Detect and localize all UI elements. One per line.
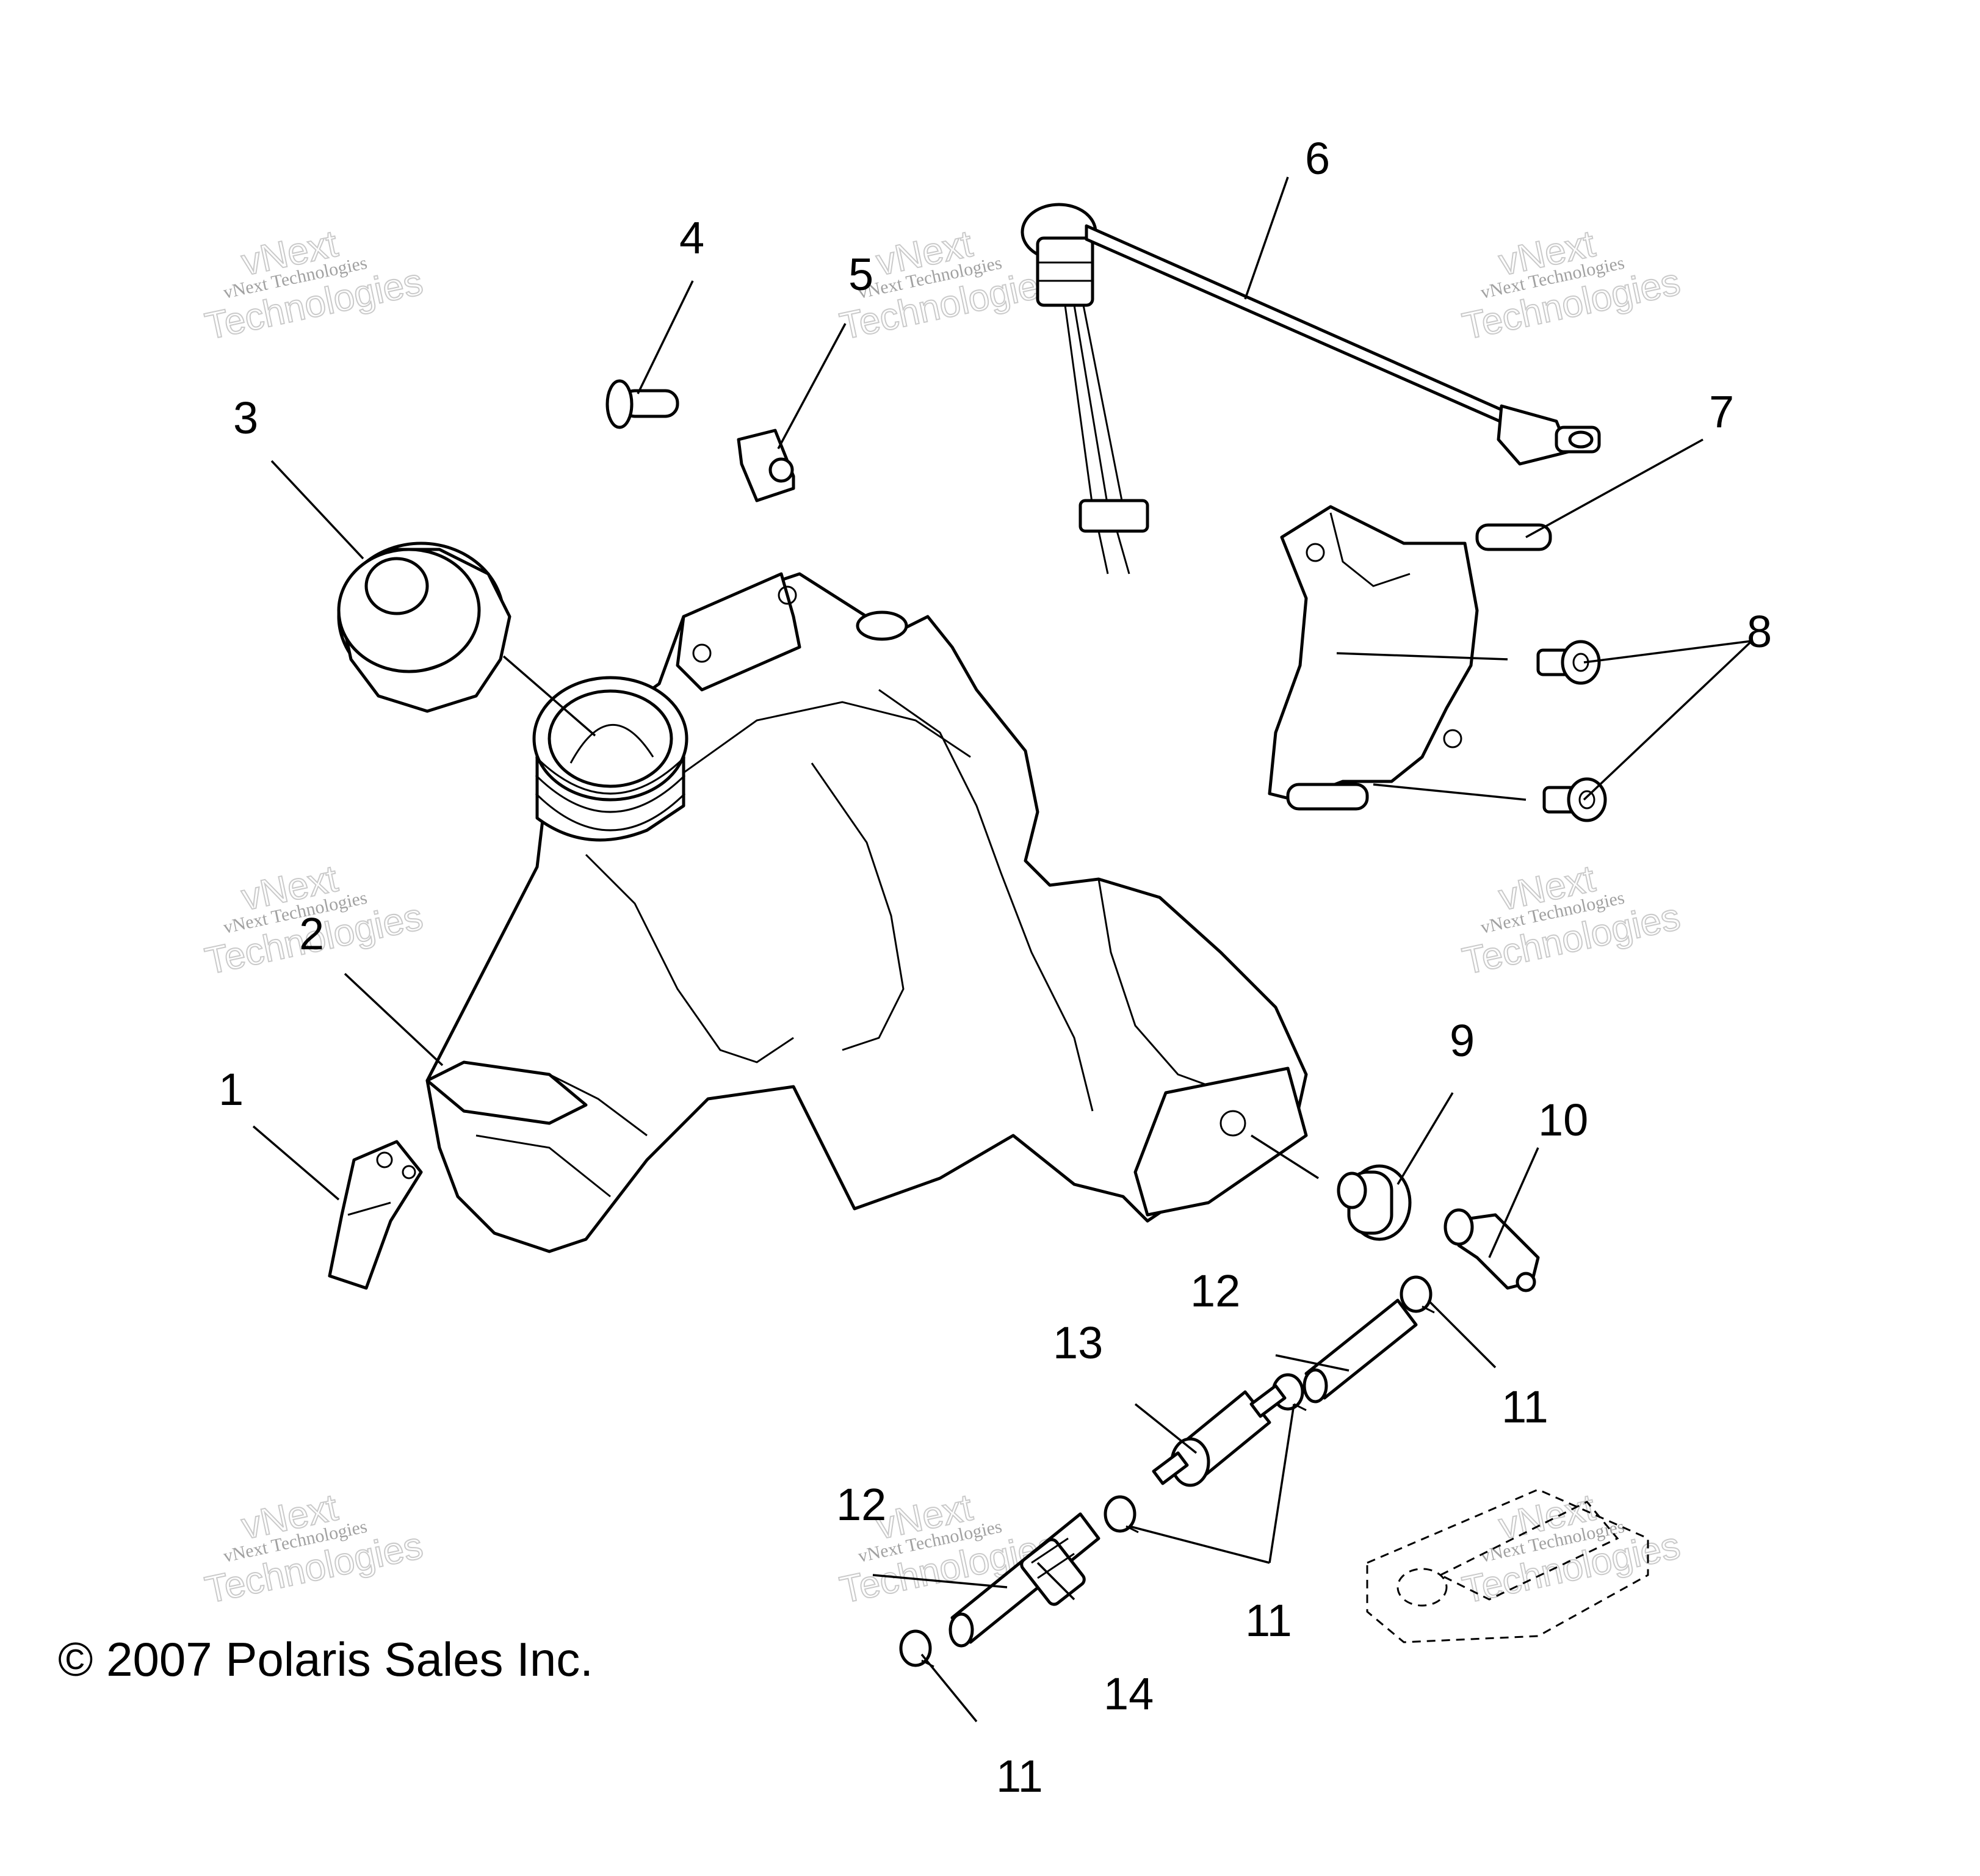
part-11-clamp [899, 1629, 934, 1668]
callout-1: 1 [219, 1064, 244, 1115]
leader-lines [252, 176, 1753, 1723]
callout-2: 2 [299, 908, 324, 959]
callout-9: 9 [1450, 1015, 1475, 1066]
callout-10: 10 [1538, 1095, 1588, 1145]
watermark: vNext vNext Technologies Technologies [201, 222, 427, 349]
part-4-pin [605, 379, 679, 429]
reference-outline [1366, 1488, 1649, 1643]
callout-11: 11 [996, 1751, 1043, 1802]
filler-neck [532, 676, 688, 842]
part-11-clamp [1400, 1275, 1435, 1314]
callout-5: 5 [848, 249, 873, 300]
part-7-heat-shield [1268, 505, 1552, 811]
watermark: vNext vNext Technologies Technologies [1458, 857, 1684, 983]
callout-12: 12 [1190, 1266, 1240, 1316]
callout-12: 12 [836, 1479, 886, 1530]
callout-13: 13 [1053, 1317, 1103, 1368]
part-8-bolt [1536, 640, 1601, 685]
watermark: vNext vNext Technologies Technologies [1458, 222, 1684, 349]
part-1-clip [328, 1140, 423, 1290]
callout-3: 3 [233, 393, 258, 443]
part-10-elbow-fitting [1443, 1208, 1540, 1292]
part-13-fuel-filter [1152, 1384, 1287, 1487]
part-11-clamp [1104, 1495, 1139, 1534]
part-9-grommet [1337, 1164, 1412, 1241]
callout-labels: 1 2 3 4 5 6 7 8 9 10 11 12 13 14 11 11 1… [219, 133, 1772, 1802]
callout-6: 6 [1305, 133, 1330, 184]
callout-7: 7 [1709, 386, 1734, 437]
watermark: vNext vNext Technologies Technologies [201, 1486, 427, 1612]
copyright-text: © 2007 Polaris Sales Inc. [58, 1632, 593, 1686]
watermark: vNext vNext Technologies Technologies [836, 222, 1061, 349]
part-12-hose [948, 1512, 1100, 1648]
part-6-fuel-sender [1021, 203, 1601, 574]
part-14-check-valve [1020, 1537, 1086, 1606]
part-3-fuel-cap [337, 541, 511, 713]
callout-11: 11 [1501, 1382, 1548, 1432]
part-5-clip-nut [737, 429, 795, 502]
callout-11: 11 [1245, 1595, 1292, 1646]
callout-8: 8 [1747, 606, 1772, 657]
part-12-hose [1303, 1298, 1418, 1403]
fuel-tank [425, 572, 1308, 1253]
callout-14: 14 [1104, 1668, 1154, 1719]
callout-4: 4 [679, 212, 704, 263]
part-8-bolt [1542, 777, 1607, 822]
